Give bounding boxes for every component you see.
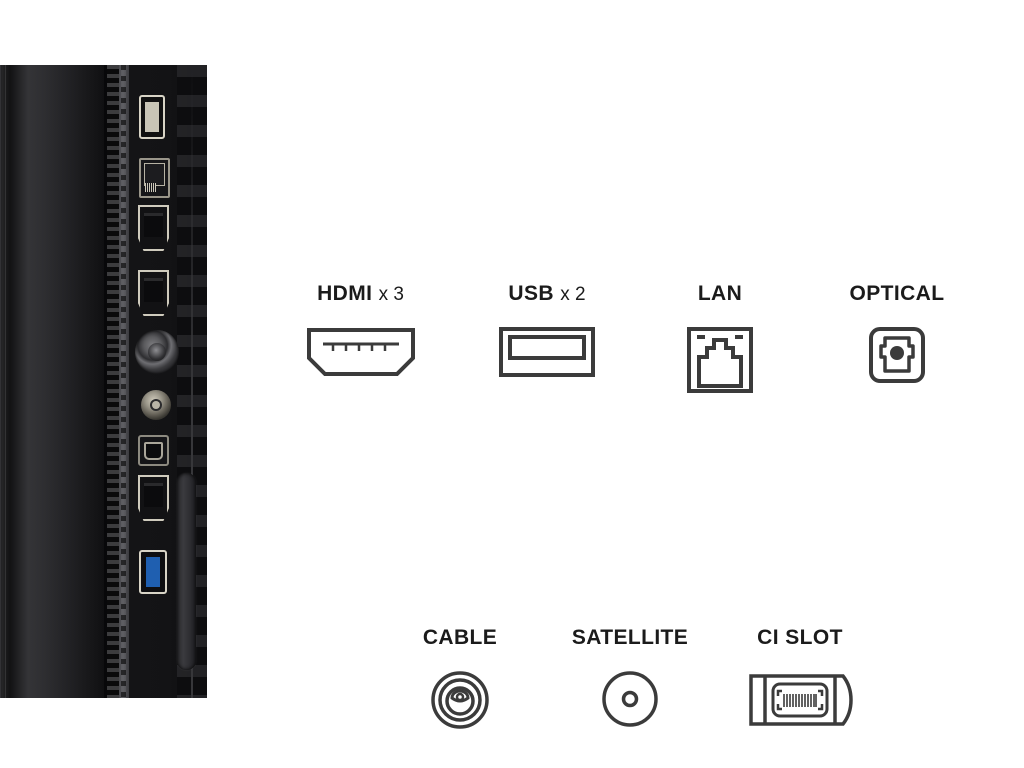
spec-label-usb: USB x 2 <box>462 283 632 304</box>
spec-label-optical: OPTICAL <box>802 283 992 304</box>
usb-port-tongue <box>145 102 159 132</box>
photo-hdmi-port-1 <box>138 205 169 251</box>
spec-label-ci-slot: CI SLOT <box>705 627 895 648</box>
coax-connector-icon <box>431 671 489 729</box>
product-photo <box>0 65 207 698</box>
photo-lan-port <box>139 158 170 198</box>
spec-label-satellite: SATELLITE <box>535 627 725 648</box>
usb3-blue-tongue <box>146 557 160 587</box>
spec-label-hdmi-text: HDMI <box>317 282 373 305</box>
optical-port-icon <box>869 327 925 383</box>
lan-port-icon <box>687 327 753 393</box>
photo-hdmi-port-2 <box>138 270 169 316</box>
spec-item-cable: CABLE <box>370 627 550 730</box>
spec-label-cable-text: CABLE <box>422 626 498 649</box>
spec-label-usb-multiplier: x 2 <box>560 284 586 305</box>
satellite-connector-icon <box>602 671 658 727</box>
port-spec-panel: HDMI x 3 USB x 2 LAN <box>250 255 1010 729</box>
lan-pin-contacts <box>145 183 156 192</box>
port-bay <box>129 65 207 698</box>
hdmi-port-icon <box>306 328 415 376</box>
tv-edge-highlight <box>0 65 2 698</box>
spec-label-usb-text: USB <box>508 282 554 305</box>
photo-usb-port <box>139 95 165 139</box>
spec-label-hdmi-multiplier: x 3 <box>378 284 404 305</box>
tv-bezel-face <box>0 65 104 698</box>
toslink-shutter <box>144 442 163 460</box>
spec-item-usb: USB x 2 <box>462 283 632 378</box>
ci-card-slot-icon <box>749 674 853 726</box>
spec-label-lan-text: LAN <box>697 282 743 305</box>
spec-label-hdmi: HDMI x 3 <box>268 283 453 304</box>
ventilation-grille <box>104 65 119 698</box>
photo-cable-antenna-port <box>135 330 179 374</box>
spec-item-optical: OPTICAL <box>802 283 992 384</box>
panel-rail <box>119 65 129 698</box>
spec-item-ci-slot: CI SLOT <box>705 627 895 730</box>
spec-label-cable: CABLE <box>370 627 550 648</box>
spec-item-satellite: SATELLITE <box>535 627 725 728</box>
photo-optical-port <box>138 435 169 466</box>
photo-ci-slot <box>177 473 196 670</box>
spec-item-lan: LAN <box>640 283 800 394</box>
spec-label-optical-text: OPTICAL <box>849 282 945 305</box>
spec-label-satellite-text: SATELLITE <box>571 626 689 649</box>
usb-port-icon <box>499 327 595 377</box>
spec-label-ci-slot-text: CI SLOT <box>757 626 843 649</box>
photo-satellite-port <box>141 390 171 420</box>
photo-usb3-port <box>139 550 167 594</box>
photo-hdmi-port-3 <box>138 475 169 521</box>
spec-item-hdmi: HDMI x 3 <box>268 283 453 378</box>
spec-label-lan: LAN <box>640 283 800 304</box>
